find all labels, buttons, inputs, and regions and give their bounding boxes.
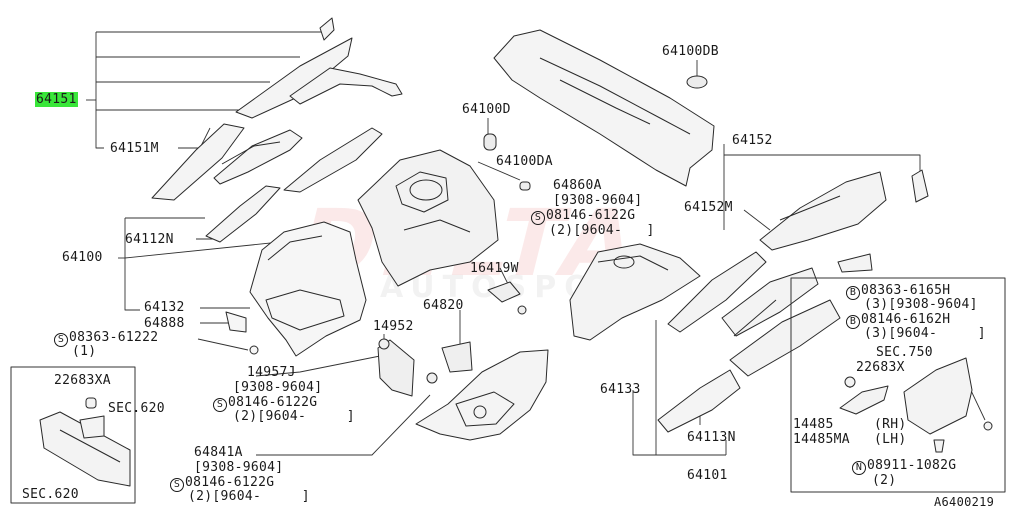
part-64112N-label: 64112N bbox=[125, 232, 174, 247]
part-number: 08911-1082G bbox=[867, 458, 957, 473]
part-64152-group bbox=[667, 169, 929, 377]
sec-620-label-a: SEC.620 bbox=[108, 401, 165, 416]
part-number: 08146-6162H bbox=[861, 312, 951, 327]
part-64113N-label: 64113N bbox=[687, 430, 736, 445]
part-64100DA-label: 64100DA bbox=[496, 154, 553, 169]
part-14485-side: (RH) bbox=[874, 417, 907, 432]
part-64860A-label: 64860A bbox=[553, 178, 602, 193]
part-08146-6122G-b-qty: (2)[9604- ] bbox=[233, 409, 355, 424]
part-number: 08146-6122G bbox=[546, 208, 636, 223]
part-14485MA-label: 14485MA bbox=[793, 432, 850, 447]
leader-lines bbox=[86, 31, 986, 456]
small-fittings bbox=[377, 181, 531, 397]
part-64841A bbox=[415, 349, 549, 441]
part-64133-label: 64133 bbox=[600, 382, 641, 397]
part-14952-label: 14952 bbox=[373, 319, 414, 334]
symbol-s: S bbox=[213, 398, 227, 412]
part-number: 08146-6122G bbox=[185, 475, 275, 490]
part-08363-6165H-qty: (3)[9308-9604] bbox=[864, 297, 978, 312]
part-14485-label: 14485 bbox=[793, 417, 834, 432]
part-cowl-top bbox=[493, 29, 715, 187]
inset-box-left bbox=[10, 366, 136, 504]
part-22683X-label: 22683X bbox=[856, 360, 905, 375]
part-64820-label: 64820 bbox=[423, 298, 464, 313]
part-64100-center bbox=[357, 133, 499, 287]
part-14957J-label: 14957J bbox=[247, 365, 296, 380]
part-64151M-label: 64151M bbox=[110, 141, 159, 156]
sec-620-label-b: SEC.620 bbox=[22, 487, 79, 502]
part-64132-label: 64132 bbox=[144, 300, 185, 315]
part-64152-label: 64152 bbox=[732, 133, 773, 148]
symbol-s: S bbox=[54, 333, 68, 347]
part-64841A-date: [9308-9604] bbox=[194, 460, 284, 475]
part-64151-label: 64151 bbox=[35, 92, 78, 107]
part-64100DB-label: 64100DB bbox=[662, 44, 719, 59]
part-14957J-date: [9308-9604] bbox=[233, 380, 323, 395]
diagram-id: A6400219 bbox=[934, 495, 995, 509]
symbol-s: S bbox=[531, 211, 545, 225]
part-64860A-date: [9308-9604] bbox=[553, 193, 643, 208]
part-64860A bbox=[569, 243, 701, 341]
part-08146-6162H-qty: (3)[9604- ] bbox=[864, 326, 986, 341]
part-64100-label: 64100 bbox=[62, 250, 103, 265]
part-number: 08363-6165H bbox=[861, 283, 951, 298]
part-16419W-label: 16419W bbox=[470, 261, 519, 276]
part-number: 08146-6122G bbox=[228, 395, 318, 410]
part-08146-6122G-a-qty: (2)[9604- ] bbox=[549, 223, 655, 238]
part-64101-label: 64101 bbox=[687, 468, 728, 483]
inset-left-parts bbox=[39, 397, 131, 487]
part-number: 08363-61222 bbox=[69, 330, 159, 345]
inset-box-right bbox=[790, 277, 1006, 493]
symbol-b: B bbox=[846, 286, 860, 300]
part-64113N bbox=[657, 369, 741, 433]
part-22683XA-label: 22683XA bbox=[54, 373, 111, 388]
sec-750-label: SEC.750 bbox=[876, 345, 933, 360]
part-64132 bbox=[225, 221, 367, 357]
part-64100D-label: 64100D bbox=[462, 102, 511, 117]
part-64841A-label: 64841A bbox=[194, 445, 243, 460]
part-08363-61222-qty: (1) bbox=[72, 344, 97, 359]
part-08146-6122G-c-qty: (2)[9604- ] bbox=[188, 489, 310, 504]
highlight-64151: 64151 bbox=[35, 92, 78, 107]
part-64151-group bbox=[151, 17, 403, 243]
symbol-s: S bbox=[170, 478, 184, 492]
symbol-b: B bbox=[846, 315, 860, 329]
inset-right-parts bbox=[839, 357, 993, 453]
symbol-n: N bbox=[852, 461, 866, 475]
part-08911-1082G-qty: (2) bbox=[872, 473, 897, 488]
part-64152M-label: 64152M bbox=[684, 200, 733, 215]
part-64888-label: 64888 bbox=[144, 316, 185, 331]
part-14485MA-side: (LH) bbox=[874, 432, 907, 447]
